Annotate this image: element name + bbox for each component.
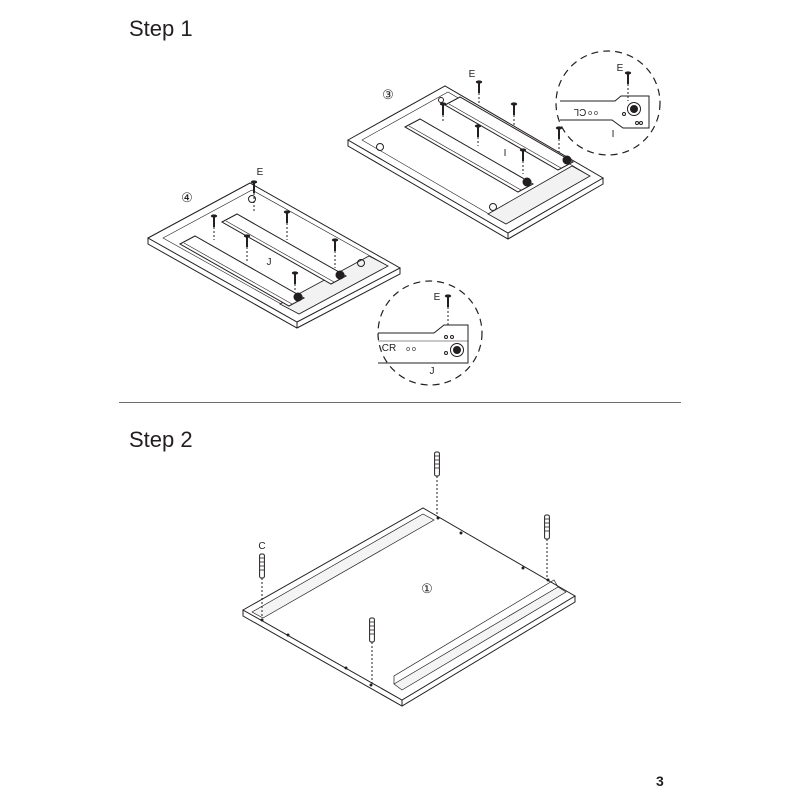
panel-1-dowels <box>259 451 550 683</box>
panel-4-drawer-side <box>146 182 402 329</box>
step-divider <box>119 402 681 403</box>
panel-3-screw-label: E <box>469 69 476 80</box>
panel-3-callout: ③ <box>382 87 394 102</box>
panel-1-holes <box>260 516 550 687</box>
step-1-title: Step 1 <box>129 16 193 41</box>
panel-4-screws <box>209 179 340 292</box>
panel-4-detail-screw-label: E <box>434 292 441 303</box>
svg-text:o o: o o <box>406 346 416 353</box>
panel-4-rail-label: J <box>267 257 272 268</box>
step-2-title: Step 2 <box>129 427 193 452</box>
panel-3-screws <box>438 79 564 174</box>
panel-4-detail-rail-part: J <box>430 366 435 377</box>
dowel-label: C <box>258 541 265 552</box>
panel-1-bottom-board <box>241 507 576 707</box>
panel-4-detail-rail-label: CR <box>382 343 396 354</box>
panel-3-detail-rail-label: CL <box>573 106 586 117</box>
panel-4-detail-callout: E CR o o J <box>377 280 483 386</box>
panel-3-detail-rail-part: I <box>612 129 615 140</box>
svg-text:o o: o o <box>588 110 598 117</box>
panel-1-callout: ① <box>421 581 433 596</box>
panel-4-screw-label: E <box>257 167 264 178</box>
page-number: 3 <box>656 773 664 789</box>
panel-3-rail-label: I <box>504 148 507 159</box>
panel-3-detail-callout: E CL o o I <box>555 50 661 156</box>
panel-4-callout: ④ <box>181 190 193 205</box>
panel-3-detail-screw-label: E <box>617 63 624 74</box>
panel-3-drawer-side <box>346 85 604 240</box>
